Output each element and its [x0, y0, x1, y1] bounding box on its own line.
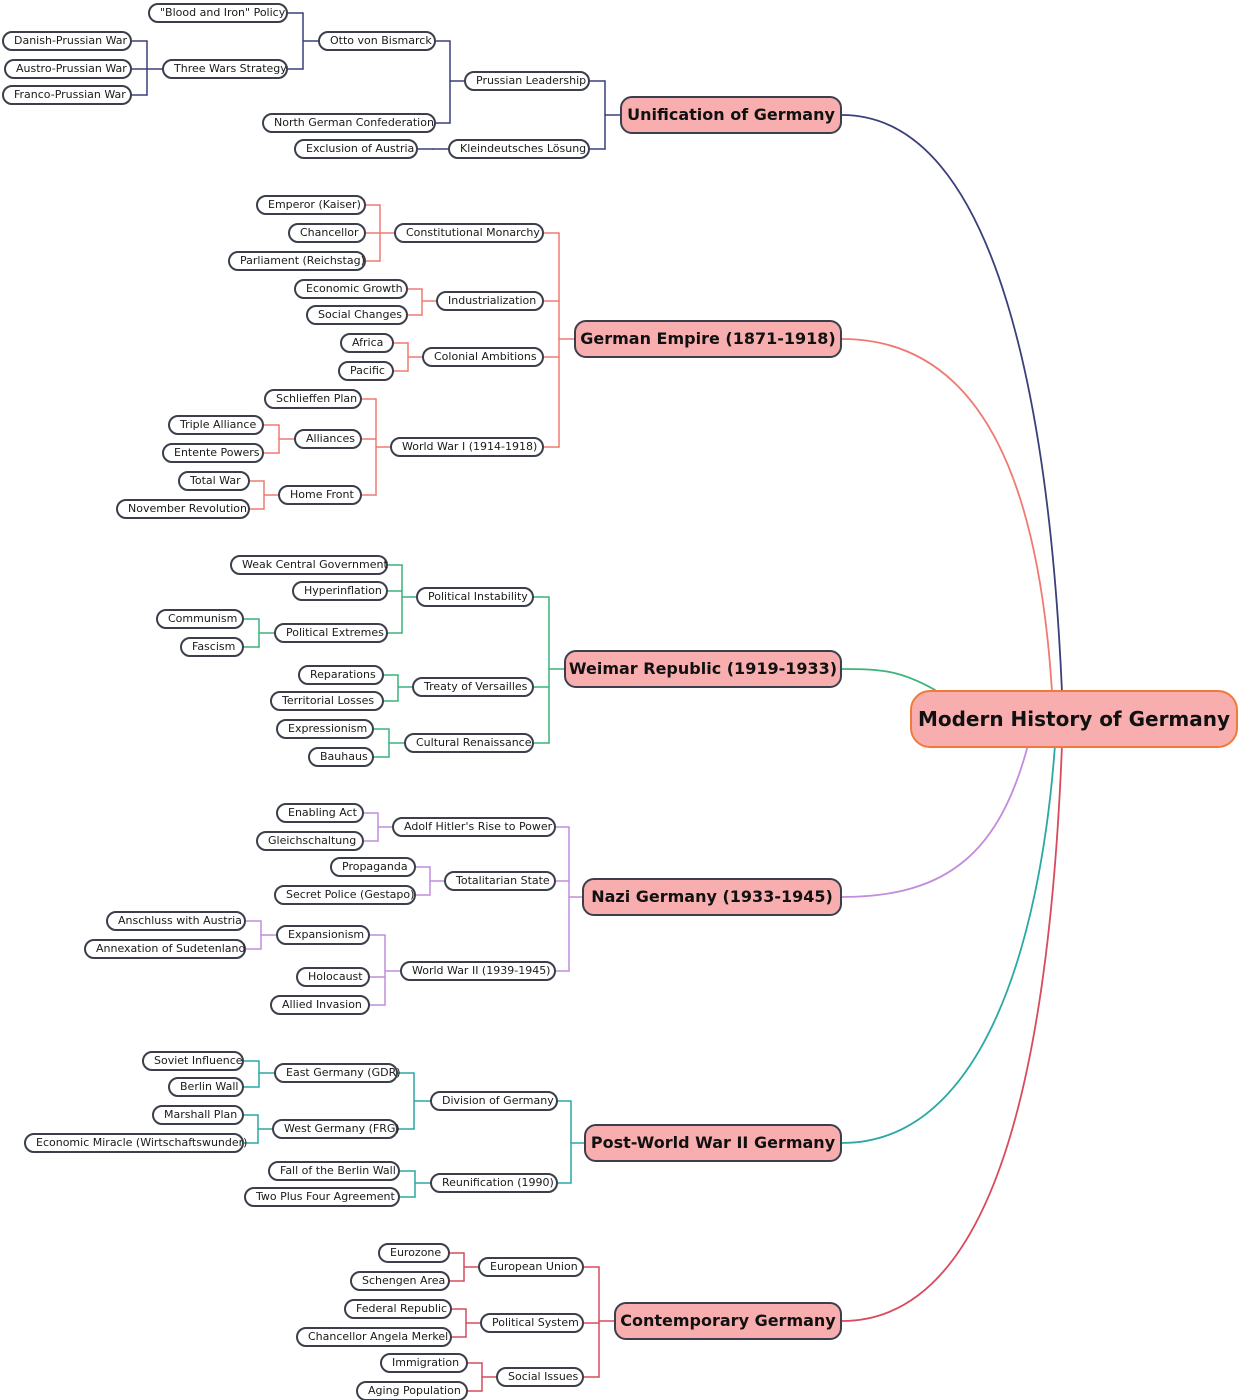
subtopic-fall-of-berlin-wall[interactable]: Fall of the Berlin Wall [268, 1161, 400, 1181]
topic-weimar-republic[interactable]: Weimar Republic (1919-1933) [564, 650, 842, 688]
subtopic-north-german-confederation[interactable]: North German Confederation [262, 113, 436, 133]
subtopic-sudetenland[interactable]: Annexation of Sudetenland [84, 939, 246, 959]
subtopic-danish-prussian-war[interactable]: Danish-Prussian War [2, 31, 132, 51]
subtopic-schlieffen-plan[interactable]: Schlieffen Plan [264, 389, 362, 409]
subtopic-cultural-renaissance[interactable]: Cultural Renaissance [404, 733, 534, 753]
subtopic-berlin-wall[interactable]: Berlin Wall [168, 1077, 244, 1097]
subtopic-reunification[interactable]: Reunification (1990) [430, 1173, 558, 1193]
subtopic-constitutional-monarchy[interactable]: Constitutional Monarchy [394, 223, 544, 243]
subtopic-gestapo[interactable]: Secret Police (Gestapo) [274, 885, 416, 905]
subtopic-parliament[interactable]: Parliament (Reichstag) [228, 251, 366, 271]
subtopic-wwi[interactable]: World War I (1914-1918) [390, 437, 544, 457]
topic-german-empire[interactable]: German Empire (1871-1918) [574, 320, 842, 358]
subtopic-weak-central-government[interactable]: Weak Central Government [230, 555, 388, 575]
subtopic-social-issues[interactable]: Social Issues [496, 1367, 584, 1387]
subtopic-reparations[interactable]: Reparations [298, 665, 384, 685]
subtopic-soviet-influence[interactable]: Soviet Influence [142, 1051, 244, 1071]
subtopic-economic-miracle[interactable]: Economic Miracle (Wirtschaftswunder) [24, 1133, 247, 1153]
subtopic-west-germany[interactable]: West Germany (FRG) [272, 1119, 400, 1139]
link-root-empire [841, 338, 1053, 693]
subtopic-totalitarian-state[interactable]: Totalitarian State [444, 871, 556, 891]
subtopic-communism[interactable]: Communism [156, 609, 244, 629]
topic-nazi-germany[interactable]: Nazi Germany (1933-1945) [582, 878, 842, 916]
subtopic-division-of-germany[interactable]: Division of Germany [430, 1091, 558, 1111]
subtopic-wwii[interactable]: World War II (1939-1945) [400, 961, 556, 981]
subtopic-schengen-area[interactable]: Schengen Area [350, 1271, 450, 1291]
subtopic-economic-growth[interactable]: Economic Growth [294, 279, 408, 299]
subtopic-expressionism[interactable]: Expressionism [276, 719, 374, 739]
subtopic-eurozone[interactable]: Eurozone [378, 1243, 450, 1263]
subtopic-treaty-of-versailles[interactable]: Treaty of Versailles [412, 677, 534, 697]
subtopic-propaganda[interactable]: Propaganda [330, 857, 416, 877]
subtopic-social-changes[interactable]: Social Changes [306, 305, 408, 325]
subtopic-expansionism[interactable]: Expansionism [276, 925, 370, 945]
subtopic-alliances[interactable]: Alliances [294, 429, 362, 449]
subtopic-angela-merkel[interactable]: Chancellor Angela Merkel [296, 1327, 452, 1347]
subtopic-fascism[interactable]: Fascism [180, 637, 244, 657]
subtopic-home-front[interactable]: Home Front [278, 485, 362, 505]
subtopic-franco-prussian-war[interactable]: Franco-Prussian War [2, 85, 132, 105]
subtopic-allied-invasion[interactable]: Allied Invasion [270, 995, 370, 1015]
subtopic-immigration[interactable]: Immigration [380, 1353, 468, 1373]
subtopic-aging-population[interactable]: Aging Population [356, 1381, 468, 1400]
subtopic-political-system[interactable]: Political System [480, 1313, 584, 1333]
subtopic-prussian-leadership[interactable]: Prussian Leadership [464, 71, 590, 91]
subtopic-chancellor[interactable]: Chancellor [288, 223, 366, 243]
subtopic-otto-von-bismarck[interactable]: Otto von Bismarck [318, 31, 436, 51]
link-root-weimar [841, 668, 936, 691]
subtopic-gleichschaltung[interactable]: Gleichschaltung [256, 831, 364, 851]
link-root-unification [841, 114, 1063, 693]
subtopic-exclusion-of-austria[interactable]: Exclusion of Austria [294, 139, 418, 159]
subtopic-bauhaus[interactable]: Bauhaus [308, 747, 374, 767]
subtopic-africa[interactable]: Africa [340, 333, 394, 353]
subtopic-hitler-rise[interactable]: Adolf Hitler's Rise to Power [392, 817, 556, 837]
subtopic-political-extremes[interactable]: Political Extremes [274, 623, 388, 643]
subtopic-emperor[interactable]: Emperor (Kaiser) [256, 195, 366, 215]
subtopic-anschluss[interactable]: Anschluss with Austria [106, 911, 246, 931]
subtopic-triple-alliance[interactable]: Triple Alliance [168, 415, 264, 435]
link-root-postwar [841, 744, 1056, 1144]
subtopic-holocaust[interactable]: Holocaust [296, 967, 370, 987]
subtopic-industrialization[interactable]: Industrialization [436, 291, 544, 311]
topic-unification[interactable]: Unification of Germany [620, 96, 842, 134]
subtopic-colonial-ambitions[interactable]: Colonial Ambitions [422, 347, 544, 367]
subtopic-three-wars[interactable]: Three Wars Strategy [162, 59, 288, 79]
root-topic[interactable]: Modern History of Germany [910, 690, 1238, 748]
subtopic-austro-prussian-war[interactable]: Austro-Prussian War [4, 59, 132, 79]
subtopic-european-union[interactable]: European Union [478, 1257, 584, 1277]
subtopic-kleindeutsches[interactable]: Kleindeutsches Lösung [448, 139, 590, 159]
subtopic-east-germany[interactable]: East Germany (GDR) [274, 1063, 401, 1083]
subtopic-enabling-act[interactable]: Enabling Act [276, 803, 364, 823]
subtopic-blood-and-iron[interactable]: "Blood and Iron" Policy [148, 3, 288, 23]
subtopic-federal-republic[interactable]: Federal Republic [344, 1299, 452, 1319]
link-root-nazi [841, 744, 1029, 898]
subtopic-territorial-losses[interactable]: Territorial Losses [270, 691, 384, 711]
link-root-contemporary [841, 744, 1063, 1322]
subtopic-political-instability[interactable]: Political Instability [416, 587, 534, 607]
subtopic-entente-powers[interactable]: Entente Powers [162, 443, 264, 463]
subtopic-pacific[interactable]: Pacific [338, 361, 394, 381]
topic-post-wwii-germany[interactable]: Post-World War II Germany [584, 1124, 842, 1162]
subtopic-two-plus-four[interactable]: Two Plus Four Agreement [244, 1187, 400, 1207]
subtopic-marshall-plan[interactable]: Marshall Plan [152, 1105, 244, 1125]
subtopic-hyperinflation[interactable]: Hyperinflation [292, 581, 388, 601]
subtopic-november-revolution[interactable]: November Revolution [116, 499, 250, 519]
topic-contemporary-germany[interactable]: Contemporary Germany [614, 1302, 842, 1340]
subtopic-total-war[interactable]: Total War [178, 471, 250, 491]
